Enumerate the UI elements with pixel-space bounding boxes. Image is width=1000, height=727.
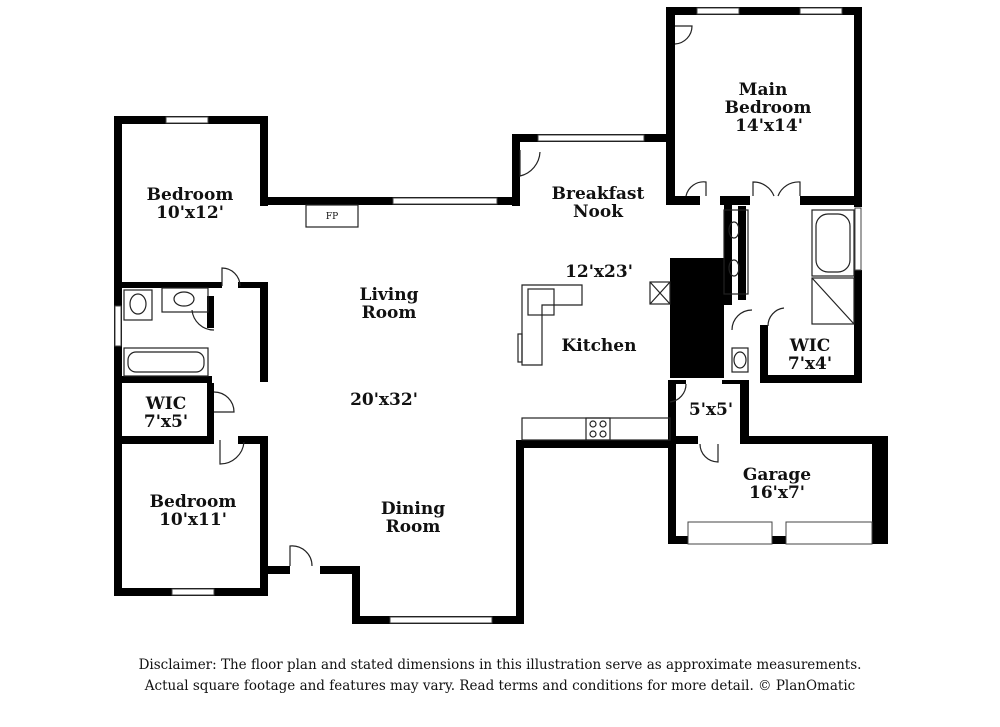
doors [191, 25, 801, 567]
bedroom-1-name: Bedroom [147, 185, 234, 205]
main-bedroom-size: 14'x14' [735, 116, 803, 136]
fireplace-label: FP [326, 212, 338, 222]
wic-1-name: WIC [145, 394, 187, 414]
bedroom-2-size: 10'x11' [159, 510, 227, 530]
living-dining-size: 20'x32' [350, 390, 418, 410]
bedroom-1-size: 10'x12' [156, 203, 224, 223]
kitchen-size: 12'x23' [565, 262, 633, 282]
main-bedroom-name-line2: Bedroom [725, 98, 812, 118]
garage-name: Garage [743, 465, 811, 485]
garage-size: 16'x7' [749, 483, 805, 503]
breakfast-nook-name-line2: Nook [573, 202, 624, 222]
breakfast-nook-name-line1: Breakfast [552, 184, 645, 204]
kitchen-name: Kitchen [562, 336, 637, 356]
laundry-size: 5'x5' [689, 400, 733, 420]
dining-room-name-line1: Dining [381, 499, 445, 519]
wic-1-size: 7'x5' [144, 412, 188, 432]
living-room-name-line2: Room [362, 303, 417, 323]
bedroom-2-name: Bedroom [150, 492, 237, 512]
disclaimer: Disclaimer: The floor plan and stated di… [0, 655, 1000, 697]
wic-2-size: 7'x4' [788, 354, 832, 374]
windows [114, 7, 873, 624]
living-room-name-line1: Living [360, 285, 419, 305]
wic-2-name: WIC [789, 336, 831, 356]
disclaimer-line-2: Actual square footage and features may v… [144, 678, 856, 694]
main-bedroom-name-line1: Main [739, 80, 788, 100]
dining-room-name-line2: Room [386, 517, 441, 537]
disclaimer-line-1: Disclaimer: The floor plan and stated di… [138, 657, 862, 673]
fixtures [123, 204, 855, 441]
